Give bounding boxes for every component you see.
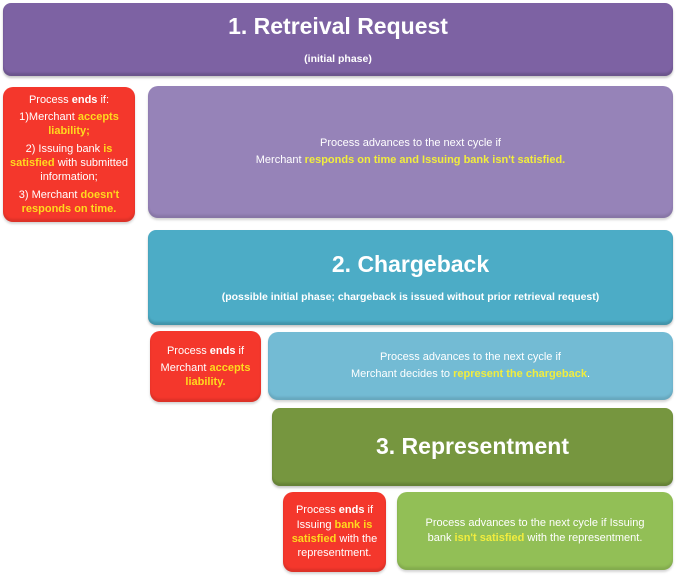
phase3-title: 3. Representment	[375, 433, 569, 460]
phase1-advance-text: Process advances to the next cycle if Me…	[255, 137, 566, 166]
phase3-banner: 3. Representment	[272, 408, 673, 486]
phase3-advance-box: Process advances to the next cycle if Is…	[397, 492, 673, 570]
phase2-title: 2. Chargeback	[331, 251, 490, 278]
phase3-advance-text: Process advances to the next cycle if Is…	[425, 517, 645, 544]
phase1-title: 1. Retreival Request	[228, 13, 448, 40]
phase1-advance-box: Process advances to the next cycle if Me…	[148, 86, 673, 218]
phase2-end-box: Process ends if Merchant accepts liabili…	[150, 331, 261, 402]
phase2-subtitle: (possible initial phase; chargeback is i…	[221, 290, 600, 303]
phase2-banner: 2. Chargeback (possible initial phase; c…	[148, 230, 673, 325]
phase2-advance-box: Process advances to the next cycle if Me…	[268, 332, 673, 400]
phase1-banner: 1. Retreival Request (initial phase)	[3, 3, 673, 76]
phase1-end-box: Process ends if: 1)Merchant accepts liab…	[3, 87, 135, 222]
phase1-end-text: Process ends if: 1)Merchant accepts liab…	[10, 93, 129, 215]
phase3-end-text: Process ends if Issuing bank is satisfie…	[291, 504, 378, 560]
phase2-end-text: Process ends if Merchant accepts liabili…	[160, 344, 251, 389]
phase2-advance-text: Process advances to the next cycle if Me…	[350, 351, 591, 380]
phase3-end-box: Process ends if Issuing bank is satisfie…	[283, 492, 386, 572]
phase1-subtitle: (initial phase)	[304, 52, 372, 65]
